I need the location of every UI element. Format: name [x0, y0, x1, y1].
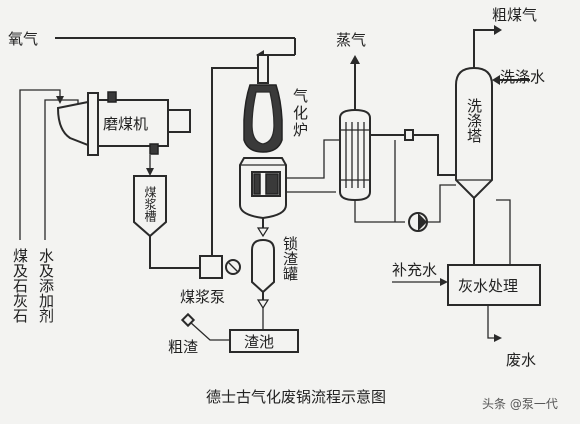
gasifier-to-cooler-line: [286, 139, 342, 193]
slurry-tank: [133, 175, 167, 238]
cooler-bottom-line: [354, 200, 405, 223]
label-coarse-slag: 粗渣: [168, 338, 198, 356]
mill-to-slurry-tank: [146, 155, 154, 176]
greywater-return-line: [496, 199, 511, 265]
steam-line: [350, 55, 360, 115]
circulation-pump: [394, 140, 456, 232]
label-lock-hopper: 锁渣罐: [281, 236, 299, 281]
slurry-pump: [199, 255, 241, 279]
label-wash-water: 洗涤水: [500, 68, 545, 86]
crude-gas-line: [473, 25, 502, 68]
greywater-treatment-box: [447, 264, 541, 306]
gasifier: [239, 54, 287, 238]
label-coal-limestone: 煤及石灰石: [11, 248, 29, 323]
label-scrubber: 洗涤塔: [465, 98, 483, 143]
watermark: 头条 @泵一代: [482, 397, 558, 411]
label-wastewater: 废水: [506, 351, 536, 369]
label-crude-gas: 粗煤气: [492, 6, 537, 24]
label-gasifier: 气化炉: [291, 88, 309, 139]
figure-caption: 德士古气化废锅流程示意图: [206, 388, 386, 406]
cooler-to-scrubber-line: [370, 129, 456, 176]
label-slurry-tank: 煤浆槽: [143, 186, 157, 223]
label-water-additive: 水及添加剂: [37, 248, 55, 324]
label-steam: 蒸气: [336, 31, 366, 49]
label-oxygen: 氧气: [8, 30, 38, 48]
tank-to-pump-line: [149, 236, 200, 269]
slag-pool: [180, 312, 299, 353]
label-mill: 磨煤机: [103, 115, 148, 133]
label-makeup-water: 补充水: [392, 261, 437, 279]
heat-exchanger: [339, 108, 371, 202]
label-greywater: 灰水处理: [458, 277, 518, 295]
wash-water-line: [492, 75, 530, 85]
label-slag-pool: 渣池: [244, 333, 274, 351]
wastewater-line: [487, 305, 502, 342]
scrubber: [455, 66, 493, 265]
lock-hopper: [251, 238, 275, 330]
label-slurry-pump: 煤浆泵: [180, 288, 225, 306]
coal-mill: [56, 91, 191, 156]
makeup-water-line: [392, 278, 448, 286]
